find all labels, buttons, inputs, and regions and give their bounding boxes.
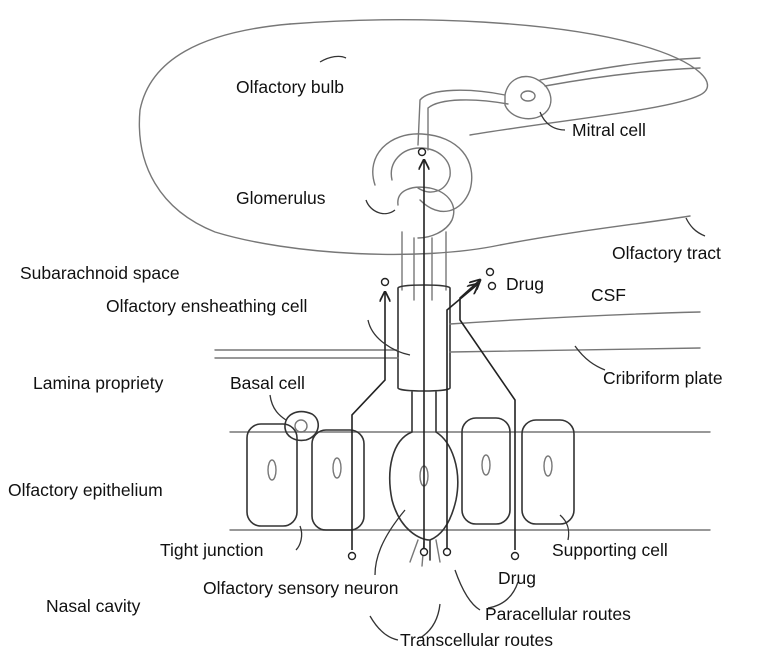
supporting-cell-nucleus — [544, 456, 552, 476]
drug-particle — [421, 549, 428, 556]
left-route-arrow — [352, 292, 385, 550]
basal-cell-nucleus — [295, 420, 307, 432]
olfactory-bulb-outline — [290, 20, 708, 135]
label-olfactory-sensory-neuron: Olfactory sensory neuron — [203, 578, 399, 598]
label-drug-bottom: Drug — [498, 568, 536, 588]
label-olfactory-epithelium: Olfactory epithelium — [8, 480, 163, 500]
cribriform-plate-top-right — [450, 312, 700, 324]
glomerulus-lower — [398, 187, 454, 238]
supporting-cell — [462, 418, 510, 524]
supporting-cell — [312, 430, 364, 530]
label-cribriform-plate: Cribriform plate — [603, 368, 723, 388]
label-paracellular-routes: Paracellular routes — [485, 604, 631, 624]
label-olfactory-bulb: Olfactory bulb — [236, 77, 344, 97]
supporting-cell — [522, 420, 574, 524]
label-lamina-propriety: Lamina propriety — [33, 373, 164, 393]
mitral-cell-dendrite — [418, 90, 505, 145]
label-subarachnoid-space: Subarachnoid space — [20, 263, 180, 283]
drug-particle — [419, 149, 426, 156]
supporting-cell — [247, 424, 297, 526]
cribriform-plate-bottom-right — [450, 348, 700, 352]
label-mitral-cell: Mitral cell — [572, 120, 646, 140]
drug-particle — [512, 553, 519, 560]
supporting-cell-nucleus — [333, 458, 341, 478]
drug-particle — [489, 283, 496, 290]
label-drug-top: Drug — [506, 274, 544, 294]
olfactory-tract-leader — [686, 218, 705, 236]
label-csf: CSF — [591, 285, 626, 305]
glomerulus-outline — [373, 134, 472, 212]
transcellular-leader — [370, 616, 398, 640]
glomerulus-leader — [366, 200, 395, 214]
label-olfactory-ensheathing-cell: Olfactory ensheathing cell — [106, 296, 307, 316]
label-nasal-cavity: Nasal cavity — [46, 596, 141, 616]
label-transcellular-routes: Transcellular routes — [400, 630, 553, 650]
mitral-cell-nucleus — [521, 91, 535, 101]
mitral-cell-body — [505, 76, 551, 118]
bulb-leader — [320, 56, 346, 62]
drug-particle — [487, 269, 494, 276]
supporting-cell-leader — [560, 515, 569, 540]
supporting-cell-nucleus — [268, 460, 276, 480]
mitral-cell-axon-lower — [545, 68, 700, 86]
supporting-cell-nucleus — [482, 455, 490, 475]
drug-particle — [349, 553, 356, 560]
drug-particle — [444, 549, 451, 556]
mitral-cell-dendrite-2 — [428, 100, 508, 150]
label-tight-junction: Tight junction — [160, 540, 263, 560]
label-supporting-cell: Supporting cell — [552, 540, 668, 560]
label-olfactory-tract: Olfactory tract — [612, 243, 721, 263]
label-glomerulus: Glomerulus — [236, 188, 326, 208]
label-basal-cell: Basal cell — [230, 373, 305, 393]
paracellular-leader — [455, 570, 480, 610]
drug-particle — [382, 279, 389, 286]
basal-cell-leader — [270, 395, 286, 420]
